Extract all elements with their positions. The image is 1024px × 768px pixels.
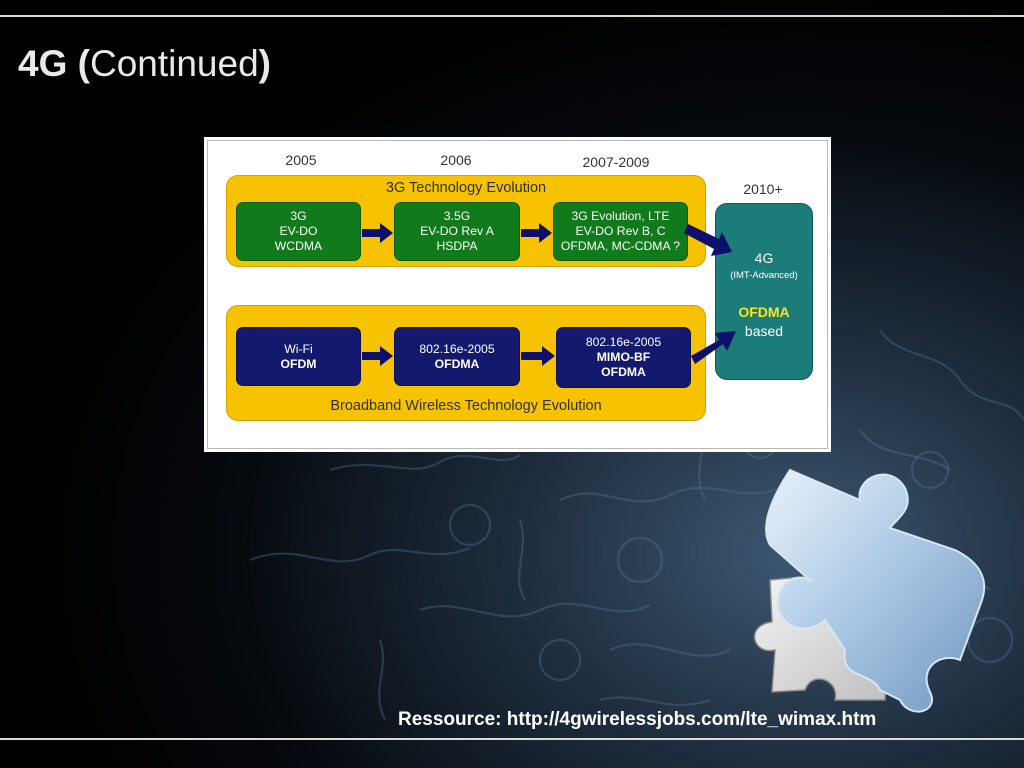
title-bold-suffix: ) (258, 43, 271, 84)
box-line: EV-DO Rev A (420, 224, 494, 238)
box-line-bold: MIMO-BF (596, 350, 651, 364)
evolution-diagram: 2005 2006 2007-2009 2010+ 3G Technology … (204, 137, 831, 452)
year-label-2010-plus: 2010+ (743, 181, 783, 197)
box-line-bold: OFDMA (434, 356, 480, 371)
box-3-5g-2006: 3.5G EV-DO Rev A HSDPA (394, 202, 520, 261)
broadband-evolution-label: Broadband Wireless Technology Evolution (330, 398, 602, 414)
target-suffix: based (744, 323, 784, 339)
box-line: WCDMA (274, 239, 323, 253)
box-line: EV-DO Rev B, C (575, 224, 666, 238)
box-wifi-2005: Wi-Fi OFDM (236, 327, 361, 386)
box-line: EV-DO (279, 224, 318, 238)
puzzle-piece (765, 468, 986, 713)
box-3g-evolution-2007: 3G Evolution, LTE EV-DO Rev B, C OFDMA, … (553, 202, 688, 261)
slide-title: 4G (Continued) (18, 40, 271, 88)
diagram-frame: 2005 2006 2007-2009 2010+ 3G Technology … (207, 140, 828, 449)
bottom-rule (0, 738, 1024, 740)
title-bold-prefix: 4G ( (18, 43, 90, 84)
box-line-bold: OFDM (280, 356, 317, 371)
box-line: Wi-Fi (284, 341, 313, 356)
year-label-2005: 2005 (285, 152, 317, 168)
box-line: 802.16e-2005 (419, 341, 495, 356)
3g-evolution-label: 3G Technology Evolution (385, 180, 547, 196)
title-light: Continued (89, 43, 259, 84)
year-label-2006: 2006 (440, 152, 472, 168)
box-line: OFDMA, MC-CDMA ? (560, 239, 681, 253)
box-802-16e-mimo-2007: 802.16e-2005 MIMO-BF OFDMA (556, 327, 691, 388)
box-4g-target: 4G (IMT-Advanced) OFDMA based (715, 203, 813, 380)
box-line: 3G (290, 209, 307, 223)
target-highlight: OFDMA (738, 304, 790, 320)
target-title: 4G (754, 250, 774, 266)
source-citation: Ressource: http://4gwirelessjobs.com/lte… (398, 709, 877, 730)
box-line: 3G Evolution, LTE (571, 209, 670, 223)
box-802-16e-2006: 802.16e-2005 OFDMA (394, 327, 520, 386)
year-label-2007-2009: 2007-2009 (582, 154, 650, 170)
top-rule (0, 15, 1024, 17)
box-line: 3.5G (443, 209, 471, 223)
target-subtitle: (IMT-Advanced) (730, 270, 798, 281)
box-3g-2005: 3G EV-DO WCDMA (236, 202, 361, 261)
box-line-bold: OFDMA (601, 365, 646, 379)
box-line: 802.16e-2005 (585, 335, 662, 349)
box-line: HSDPA (436, 239, 478, 253)
